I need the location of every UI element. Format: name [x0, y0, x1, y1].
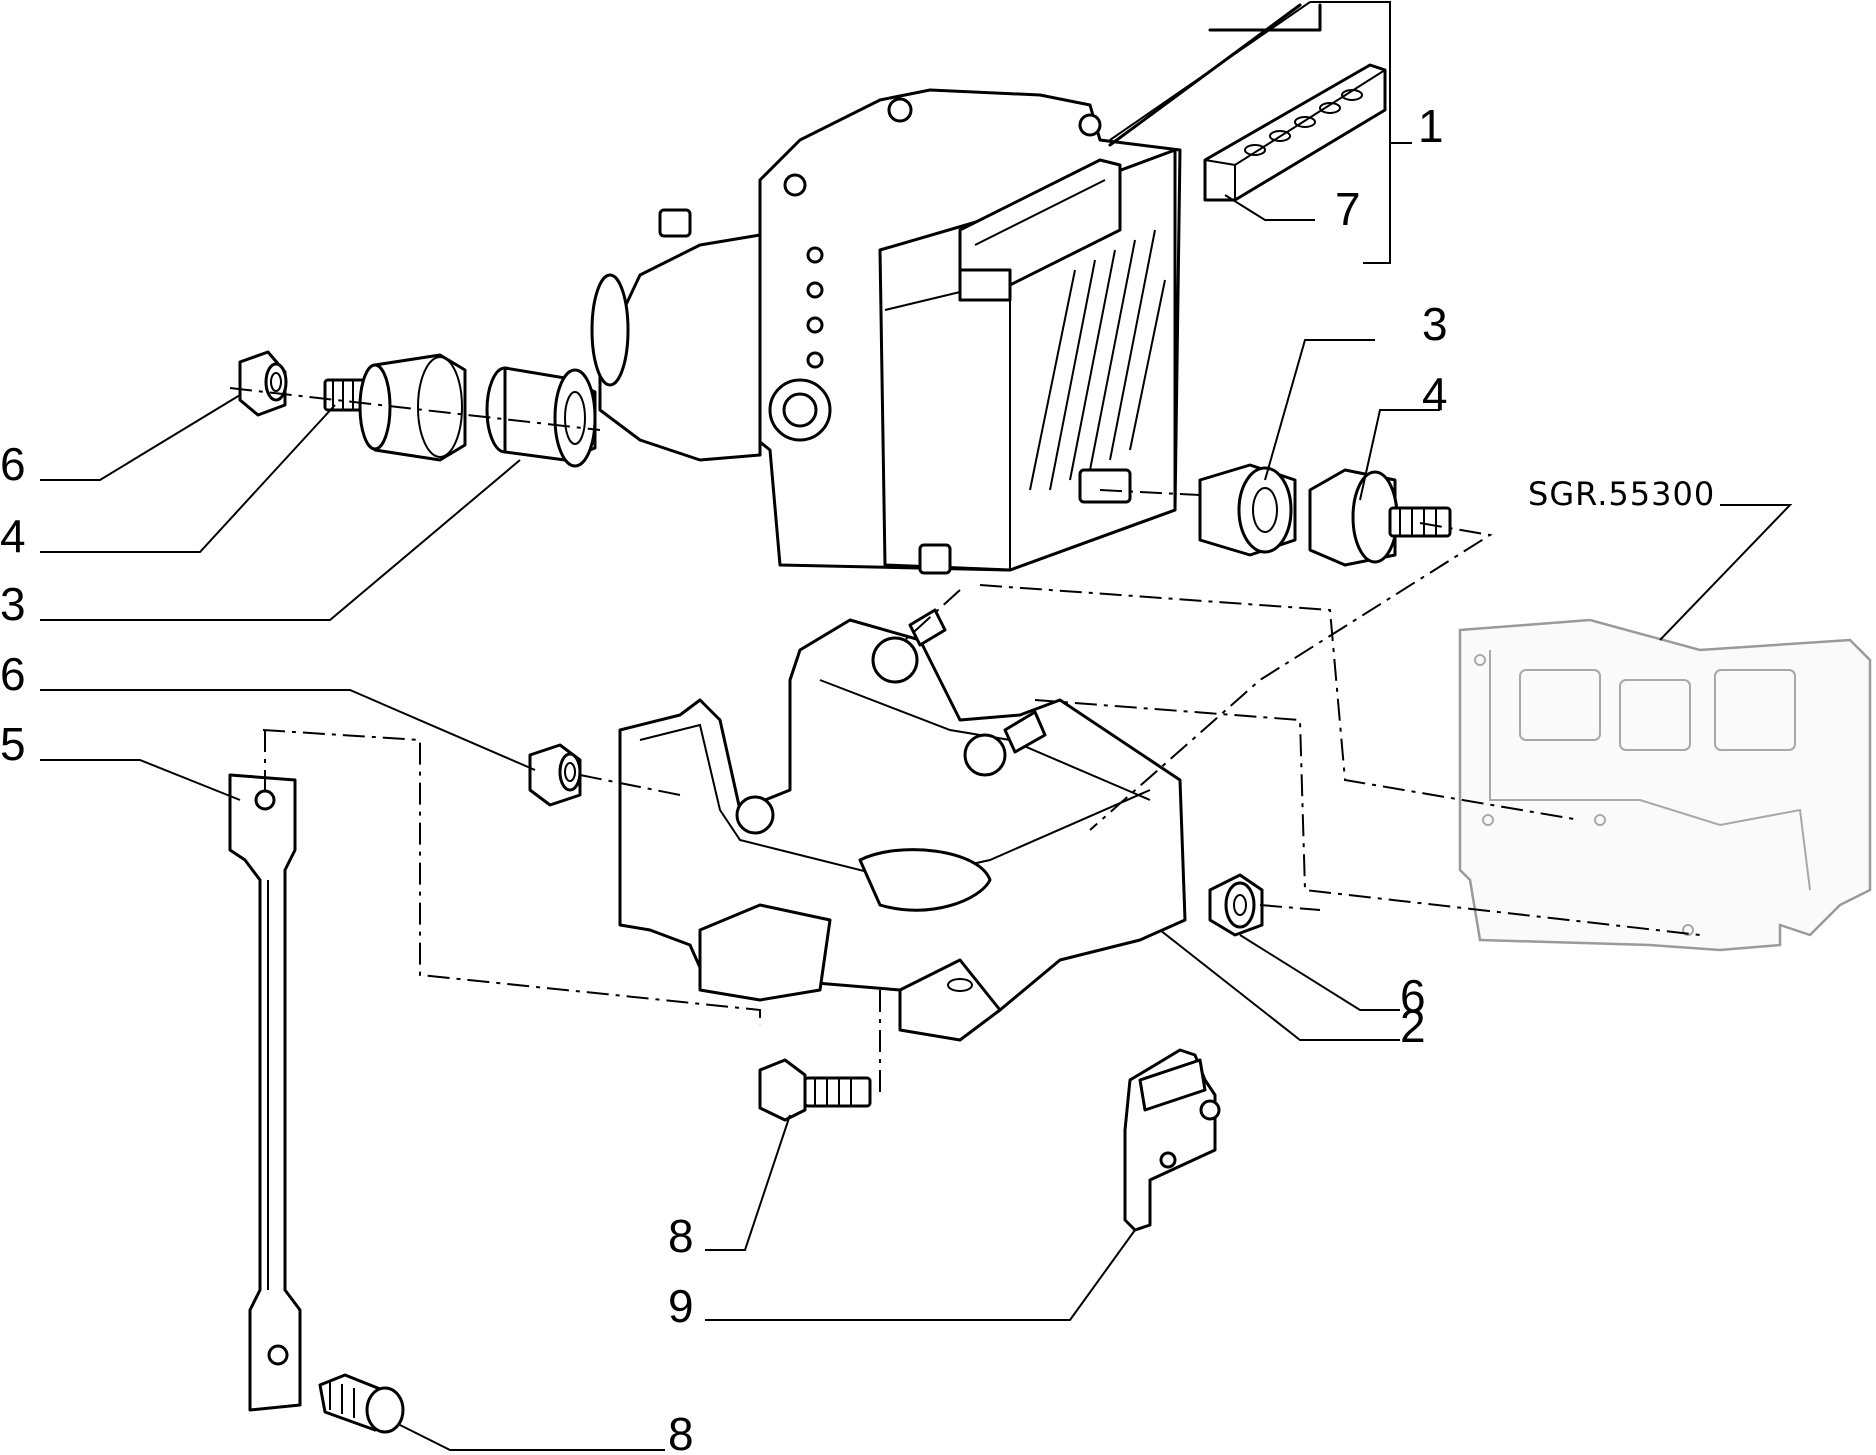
reference-panel — [1458, 618, 1872, 952]
bottom-bolt — [318, 1373, 405, 1434]
callout-4-left: 4 — [0, 510, 26, 562]
right-nut — [1208, 873, 1264, 937]
leader-lines — [40, 1, 1793, 1451]
left-isolator-stud — [323, 353, 467, 462]
support-strap — [228, 773, 302, 1412]
connector-plug — [1203, 63, 1387, 202]
assembly-axes — [229, 387, 1701, 1095]
mid-left-nut — [528, 743, 582, 807]
callout-8-bottom: 8 — [668, 1408, 694, 1455]
callout-1: 1 — [1418, 100, 1444, 152]
reference-code: SGR.55300 — [1528, 475, 1715, 513]
callout-7: 7 — [1335, 183, 1361, 235]
callout-6-top-left: 6 — [0, 438, 26, 490]
callout-5: 5 — [0, 718, 26, 770]
callout-labels: 1 7 3 4 6 4 3 6 5 6 2 8 9 8 SGR.55300 — [0, 100, 1715, 1455]
callout-6-mid-left: 6 — [0, 648, 26, 700]
right-isolator-stud — [1308, 468, 1452, 567]
right-bushing — [1198, 463, 1297, 557]
left-nut — [238, 350, 288, 417]
left-bushing — [485, 366, 597, 468]
mounting-clip — [1123, 1048, 1221, 1232]
mounting-bracket — [618, 608, 1187, 1042]
callout-6-right: 6 — [1400, 970, 1426, 1022]
callout-2: 2 — [1400, 1000, 1426, 1052]
callout-9: 9 — [668, 1280, 694, 1332]
callout-8-mid: 8 — [668, 1210, 694, 1262]
mid-bolt — [758, 1058, 872, 1122]
callout-4-right: 4 — [1422, 368, 1448, 420]
abs-control-unit — [590, 88, 1182, 575]
callout-3-left: 3 — [0, 578, 26, 630]
callout-3-right: 3 — [1422, 298, 1448, 350]
